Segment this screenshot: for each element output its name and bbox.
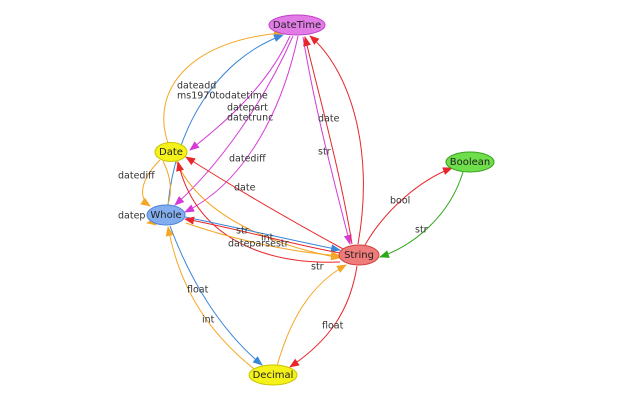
edge-label-int-whole: int bbox=[261, 233, 274, 244]
edge-whole-to-string-dateparsestr bbox=[185, 222, 341, 260]
node-datetime-label: DateTime bbox=[273, 20, 321, 31]
node-string-label: String bbox=[344, 250, 374, 261]
edge-string-to-date-curve bbox=[176, 161, 341, 263]
edge-label-date-string: date bbox=[234, 183, 256, 194]
edge-label-str-boolean: str bbox=[415, 225, 428, 236]
edge-label-datediff-date: datediff bbox=[118, 171, 155, 182]
edge-string-to-datetime-dateparse bbox=[309, 35, 364, 245]
node-decimal-label: Decimal bbox=[253, 370, 294, 381]
edge-decimal-to-whole-int bbox=[165, 226, 259, 373]
edge-label-int-decimal: int bbox=[202, 315, 215, 326]
edge-label-datep: datep bbox=[118, 211, 145, 222]
edge-decimal-to-string-str bbox=[276, 264, 347, 367]
node-date[interactable]: Date bbox=[154, 142, 188, 162]
node-whole-label: Whole bbox=[150, 210, 181, 221]
node-date-shape[interactable] bbox=[154, 142, 188, 162]
edge-string-to-datetime-date bbox=[303, 36, 353, 245]
edge-whole-to-string-str bbox=[184, 216, 341, 253]
edge-label-date-datetime: date bbox=[318, 114, 340, 125]
edge-date-to-datetime-dateadd bbox=[163, 29, 284, 144]
edge-date-to-string-orange bbox=[175, 160, 341, 261]
node-decimal-shape[interactable] bbox=[248, 364, 298, 386]
edge-label-bool: bool bbox=[390, 196, 410, 207]
node-boolean[interactable]: Boolean bbox=[445, 151, 495, 173]
node-datetime[interactable]: DateTime bbox=[268, 14, 326, 36]
edge-label-datediff-datetime: datediff bbox=[229, 154, 266, 165]
edge-label-float-string: float bbox=[322, 321, 344, 332]
edge-label-str-whole: str bbox=[236, 226, 249, 237]
node-boolean-label: Boolean bbox=[450, 157, 491, 168]
edge-string-to-date-date bbox=[185, 156, 346, 251]
edge-labels: dateadd ms1970todatetime datepart datetr… bbox=[118, 81, 428, 332]
edge-datetime-to-whole-datetrunc bbox=[174, 35, 294, 206]
node-whole[interactable]: Whole bbox=[146, 204, 186, 226]
edge-label-datetrunc: datetrunc bbox=[227, 113, 273, 124]
edge-label-ms1970todatetime: ms1970todatetime bbox=[177, 91, 268, 102]
edge-whole-to-decimal-float bbox=[169, 225, 263, 366]
edge-label-float-whole: float bbox=[187, 285, 209, 296]
edges bbox=[140, 29, 464, 373]
edge-label-dateparsestr: dateparsestr bbox=[228, 239, 289, 250]
edge-datetime-to-whole-datediff bbox=[184, 35, 299, 213]
edge-label-str-decimal: str bbox=[311, 262, 324, 273]
edge-label-str-datetime: str bbox=[318, 147, 331, 158]
node-date-label: Date bbox=[159, 147, 183, 158]
edge-string-to-boolean-bool bbox=[364, 167, 453, 246]
edge-label-dateadd: dateadd bbox=[177, 81, 216, 92]
edge-datetime-to-date-datepart bbox=[189, 35, 291, 151]
edge-date-to-whole-datediff bbox=[140, 159, 161, 207]
node-decimal[interactable]: Decimal bbox=[248, 364, 298, 386]
node-string-shape[interactable] bbox=[338, 244, 380, 266]
edge-datetime-to-string-str bbox=[302, 36, 352, 245]
node-datetime-shape[interactable] bbox=[268, 14, 326, 36]
node-boolean-shape[interactable] bbox=[445, 151, 495, 173]
node-whole-shape[interactable] bbox=[146, 204, 186, 226]
edge-string-to-decimal-float bbox=[289, 265, 358, 368]
edge-whole-to-datetime-ms1970 bbox=[167, 34, 284, 206]
edge-boolean-to-string-str bbox=[379, 171, 464, 258]
node-string[interactable]: String bbox=[338, 244, 380, 266]
edge-string-to-whole-int bbox=[184, 216, 341, 254]
edge-label-datepart: datepart bbox=[227, 103, 268, 114]
